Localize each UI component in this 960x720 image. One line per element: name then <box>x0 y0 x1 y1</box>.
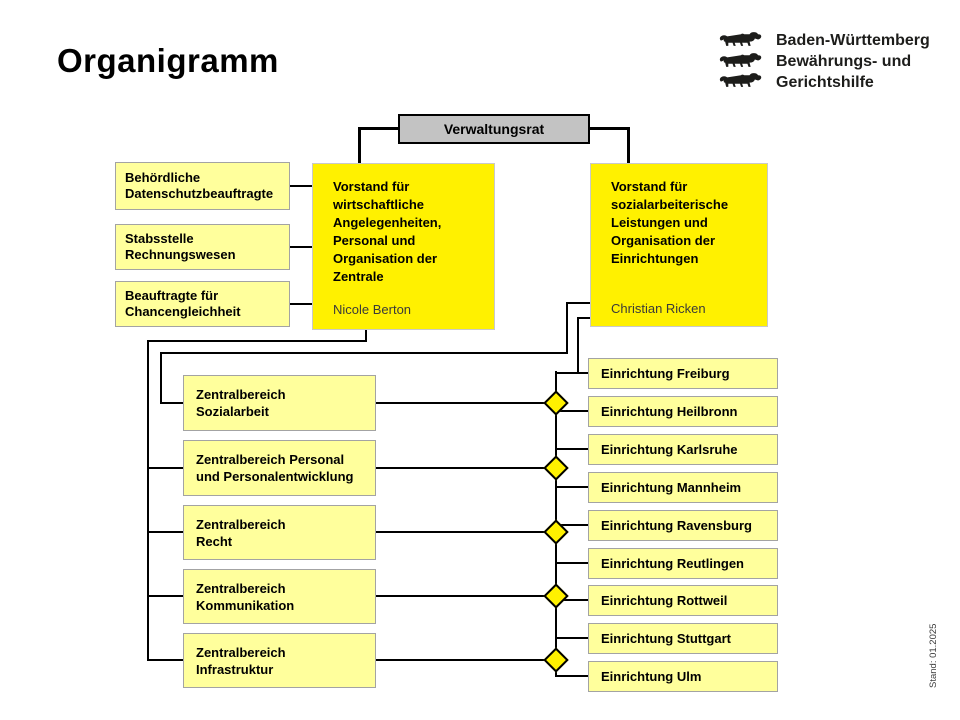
box-vorstand-wirtschaft: Vorstand für wirtschaftliche Angelegenhe… <box>312 163 495 330</box>
central-department-box: Zentralbereich Recht <box>183 505 376 560</box>
facility-box: Einrichtung Ulm <box>588 661 778 692</box>
connector-line <box>556 410 588 412</box>
logo-text-line: Gerichtshilfe <box>776 74 874 91</box>
central-department-box: Zentralbereich Kommunikation <box>183 569 376 624</box>
connector-line <box>376 659 556 661</box>
page-title: Organigramm <box>57 42 279 79</box>
facility-box: Einrichtung Rottweil <box>588 585 778 616</box>
vorstand-title: Vorstand für sozialarbeiterische Leistun… <box>611 179 729 266</box>
connector-line <box>556 599 588 601</box>
vorstand-title: Vorstand für wirtschaftliche Angelegenhe… <box>333 179 442 284</box>
logo-text: Baden-Württemberg Bewährungs- und Gerich… <box>776 30 930 93</box>
vorstand-name: Nicole Berton <box>333 302 412 317</box>
connector-line <box>588 127 630 130</box>
connector-line <box>147 595 183 597</box>
facility-box: Einrichtung Stuttgart <box>588 623 778 654</box>
central-department-box: Zentralbereich Infrastruktur <box>183 633 376 688</box>
facility-box: Einrichtung Ravensburg <box>588 510 778 541</box>
staff-unit-box: Beauftragte für Chancengleichheit <box>115 281 290 327</box>
staff-unit-box: Behördliche Datenschutzbeauftragte <box>115 162 290 210</box>
connector-line <box>290 185 312 187</box>
connector-line <box>556 486 588 488</box>
connector-line <box>365 330 367 342</box>
logo-text-line: Bewährungs- und <box>776 53 912 70</box>
connector-line <box>556 372 588 374</box>
staff-unit-box: Stabsstelle Rechnungswesen <box>115 224 290 270</box>
lion-icon <box>717 52 763 69</box>
connector-line <box>160 352 568 354</box>
connector-line <box>577 317 579 373</box>
connector-line <box>376 467 556 469</box>
junction-diamond <box>543 583 569 609</box>
lion-icon <box>717 72 763 89</box>
connector-line <box>358 127 361 164</box>
connector-line <box>627 127 630 164</box>
connector-line <box>556 448 588 450</box>
connector-line <box>577 317 590 319</box>
connector-line <box>290 303 312 305</box>
junction-diamond <box>543 455 569 481</box>
connector-line <box>147 531 183 533</box>
vorstand-name: Christian Ricken <box>611 301 706 316</box>
connector-line <box>160 352 162 403</box>
facility-box: Einrichtung Mannheim <box>588 472 778 503</box>
lion-icon <box>717 31 763 48</box>
connector-line <box>290 246 312 248</box>
facility-box: Einrichtung Reutlingen <box>588 548 778 579</box>
connector-line <box>376 531 556 533</box>
central-department-box: Zentralbereich Sozialarbeit <box>183 375 376 431</box>
box-vorstand-sozial: Vorstand für sozialarbeiterische Leistun… <box>590 163 768 327</box>
connector-line <box>566 302 568 354</box>
box-verwaltungsrat: Verwaltungsrat <box>398 114 590 144</box>
connector-line <box>556 562 588 564</box>
connector-line <box>556 524 588 526</box>
connector-line <box>147 340 149 661</box>
stand-date: Stand: 01.2025 <box>928 623 939 688</box>
connector-line <box>376 595 556 597</box>
junction-diamond <box>543 647 569 673</box>
central-department-box: Zentralbereich Personal und Personalentw… <box>183 440 376 496</box>
logo-text-line: Baden-Württemberg <box>776 32 930 49</box>
facility-box: Einrichtung Karlsruhe <box>588 434 778 465</box>
connector-line <box>358 127 400 130</box>
connector-line <box>147 659 183 661</box>
connector-line <box>147 340 367 342</box>
connector-line <box>147 467 183 469</box>
connector-line <box>556 637 588 639</box>
connector-line <box>556 675 588 677</box>
connector-line <box>566 302 590 304</box>
facility-box: Einrichtung Heilbronn <box>588 396 778 427</box>
connector-line <box>376 402 556 404</box>
facility-box: Einrichtung Freiburg <box>588 358 778 389</box>
connector-line <box>160 402 183 404</box>
